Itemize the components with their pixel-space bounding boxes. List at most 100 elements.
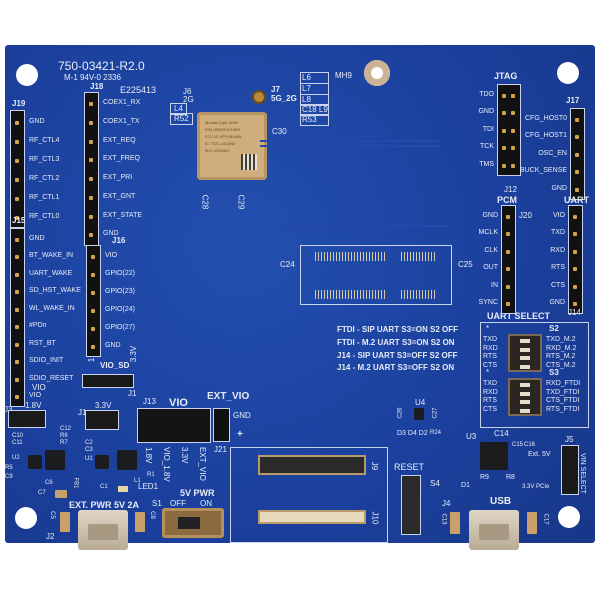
power-slide-switch[interactable]: [162, 508, 224, 538]
dip-toggle[interactable]: [520, 364, 530, 369]
dip-s2-ref: S2: [549, 324, 559, 333]
switch-knob[interactable]: [178, 517, 200, 529]
pin-label: RF_CTL3: [29, 155, 60, 163]
header-pin: [511, 111, 515, 116]
dip-toggle[interactable]: [520, 356, 530, 360]
dip-toggle[interactable]: [520, 383, 530, 387]
dip-switch-s2[interactable]: [508, 334, 542, 372]
ref-r1: R1: [147, 472, 155, 478]
antenna-connector[interactable]: [252, 90, 266, 104]
ref-u3: U3: [466, 432, 477, 441]
header-pin: [502, 163, 506, 168]
uart-header[interactable]: [568, 205, 583, 314]
header-pin: [575, 170, 579, 175]
j10-connector[interactable]: [258, 510, 366, 524]
usb-port[interactable]: [469, 510, 519, 550]
j15-header[interactable]: [10, 228, 25, 407]
ref-c9: C9: [5, 474, 13, 480]
pin-label: VIO: [105, 252, 118, 259]
module-text: IC 772C-LB1MW: [205, 141, 236, 146]
dip-toggle[interactable]: [520, 391, 530, 396]
pin-label: VIO: [552, 211, 565, 219]
pin-label: #PDn: [29, 322, 47, 330]
reset-button[interactable]: [401, 475, 421, 535]
ref-c27: C27: [432, 407, 439, 419]
jtag-sub-ref: J12: [504, 185, 517, 194]
j9-connector[interactable]: [258, 455, 366, 475]
header-pin: [15, 196, 19, 201]
ref-r5: R5: [5, 465, 13, 471]
dip-switch-s3[interactable]: [508, 378, 542, 416]
header-pin: [15, 325, 19, 330]
ref-c15: C15: [512, 442, 524, 448]
vio-sd-jumper[interactable]: [82, 374, 134, 388]
pin-label: SD_HST_WAKE: [29, 287, 81, 295]
dip-toggle[interactable]: [520, 400, 530, 404]
j3-jumper[interactable]: [8, 410, 46, 428]
module-text: 5KC-0023467: [205, 148, 230, 153]
header-pin: [15, 120, 19, 125]
ref-j21: J21: [214, 445, 227, 454]
pin-label: COEX1_TX: [103, 118, 140, 126]
vio-opt: VIO_1.8V: [162, 447, 171, 482]
qr-code-icon: [241, 154, 257, 170]
dip-toggle[interactable]: [520, 408, 530, 413]
uart-sub-ref: J14: [568, 308, 581, 317]
ref-c11: C11: [12, 440, 23, 446]
dip-right-label: CTS_M.2: [546, 361, 576, 369]
ref-r6: R6: [60, 433, 68, 439]
header-pin: [15, 237, 19, 242]
vin-select-jumper[interactable]: [561, 445, 579, 495]
j13-vio-select-header[interactable]: [137, 408, 211, 443]
reset-label: RESET: [394, 462, 425, 472]
j17-header[interactable]: [570, 108, 585, 200]
pin-label: GND: [551, 184, 567, 192]
header-pin: [502, 111, 506, 116]
pin-label: COEX1_RX: [103, 99, 141, 107]
j18-header[interactable]: [84, 92, 99, 246]
capacitor: [55, 490, 67, 498]
ref-c6: C6: [45, 480, 53, 486]
uart-note: J14 - M.2 UART S3=OFF S2 ON: [337, 363, 455, 372]
dip-toggle[interactable]: [520, 347, 530, 352]
ref-c13: C13: [440, 513, 447, 525]
pcm-sub-ref: J20: [519, 211, 532, 220]
header-pin: [15, 395, 19, 400]
ref-c7: C7: [38, 490, 46, 496]
dip-left-label: RTS: [483, 397, 497, 404]
j19-header[interactable]: [10, 110, 25, 228]
ref-fb1: FB1: [72, 477, 79, 489]
ext-vio-plus: +: [237, 429, 243, 440]
j3-voltage: 1.8V: [25, 401, 42, 410]
ref-j11: J1: [128, 389, 137, 398]
ref-r53: R53: [300, 114, 329, 126]
header-pin: [15, 290, 19, 295]
header-pin: [573, 249, 577, 254]
header-pin: [502, 93, 506, 98]
pcm-header[interactable]: [501, 205, 516, 314]
header-pin: [15, 377, 19, 382]
mounting-hole: [16, 64, 38, 86]
ref-j4: J4: [442, 499, 451, 508]
pin-label: GPIO(24): [105, 306, 135, 313]
j16-header[interactable]: [86, 245, 101, 357]
ext-vio-gnd: GND: [233, 411, 251, 420]
dip-s3-ref: S3: [549, 368, 559, 377]
ref-s4: S4: [430, 479, 440, 488]
vio-opt: EXT_VIO: [198, 447, 207, 481]
dip-toggle[interactable]: [520, 339, 530, 343]
pin-label: TXD: [551, 229, 565, 237]
jtag-header[interactable]: [497, 84, 521, 176]
dip-left-label: RXD: [483, 344, 498, 352]
header-pin: [15, 342, 19, 347]
ref-j2: J2: [46, 532, 55, 541]
ext-power-usb-port[interactable]: [78, 510, 128, 550]
pin-label: SYNC: [478, 299, 498, 307]
ext-vio-header[interactable]: [213, 408, 230, 442]
vio0-label: VIO: [32, 383, 46, 392]
header-pin: [506, 267, 510, 272]
ref-j7: J7: [271, 85, 280, 94]
j1-jumper[interactable]: [85, 410, 119, 430]
header-pin: [89, 177, 93, 182]
trace: [250, 225, 450, 227]
